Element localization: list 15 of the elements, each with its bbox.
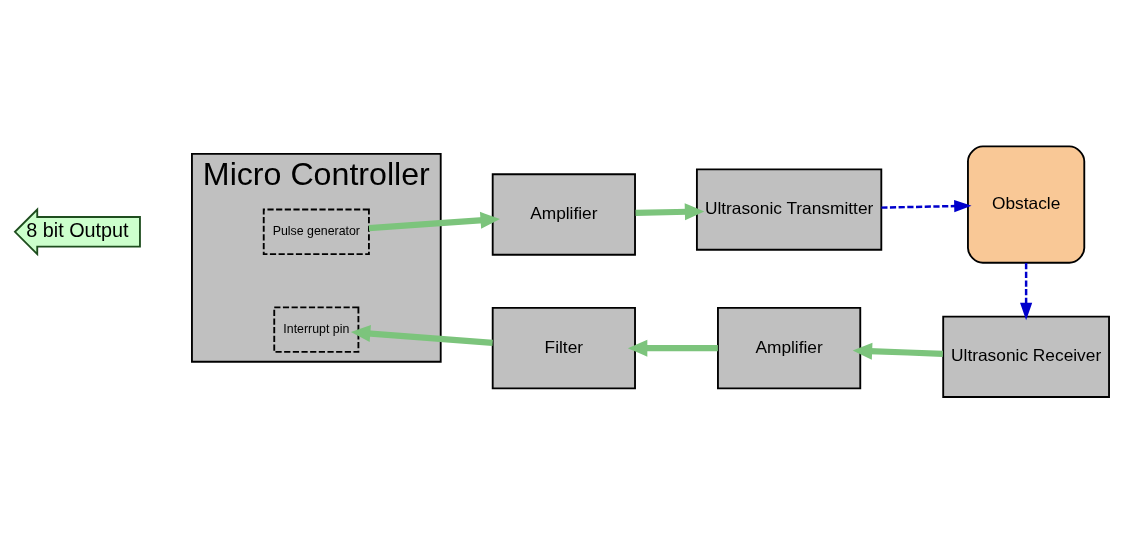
node-box: Filter [491, 306, 636, 389]
node-box: Pulse generator [262, 208, 370, 255]
node-box: Obstacle [967, 145, 1086, 264]
node-box: Amplifier [717, 306, 862, 389]
arrow [635, 202, 705, 220]
arrow [881, 199, 972, 212]
arrow [350, 324, 493, 346]
arrow [1020, 262, 1033, 320]
node-box: Amplifier [491, 172, 636, 256]
arrow [627, 339, 718, 357]
node-box: Ultrasonic Transmitter [695, 167, 883, 251]
node-box: Ultrasonic Receiver [942, 315, 1110, 398]
arrow [852, 342, 943, 360]
arrow [368, 211, 500, 231]
node-box: Interrupt pin [273, 305, 360, 353]
